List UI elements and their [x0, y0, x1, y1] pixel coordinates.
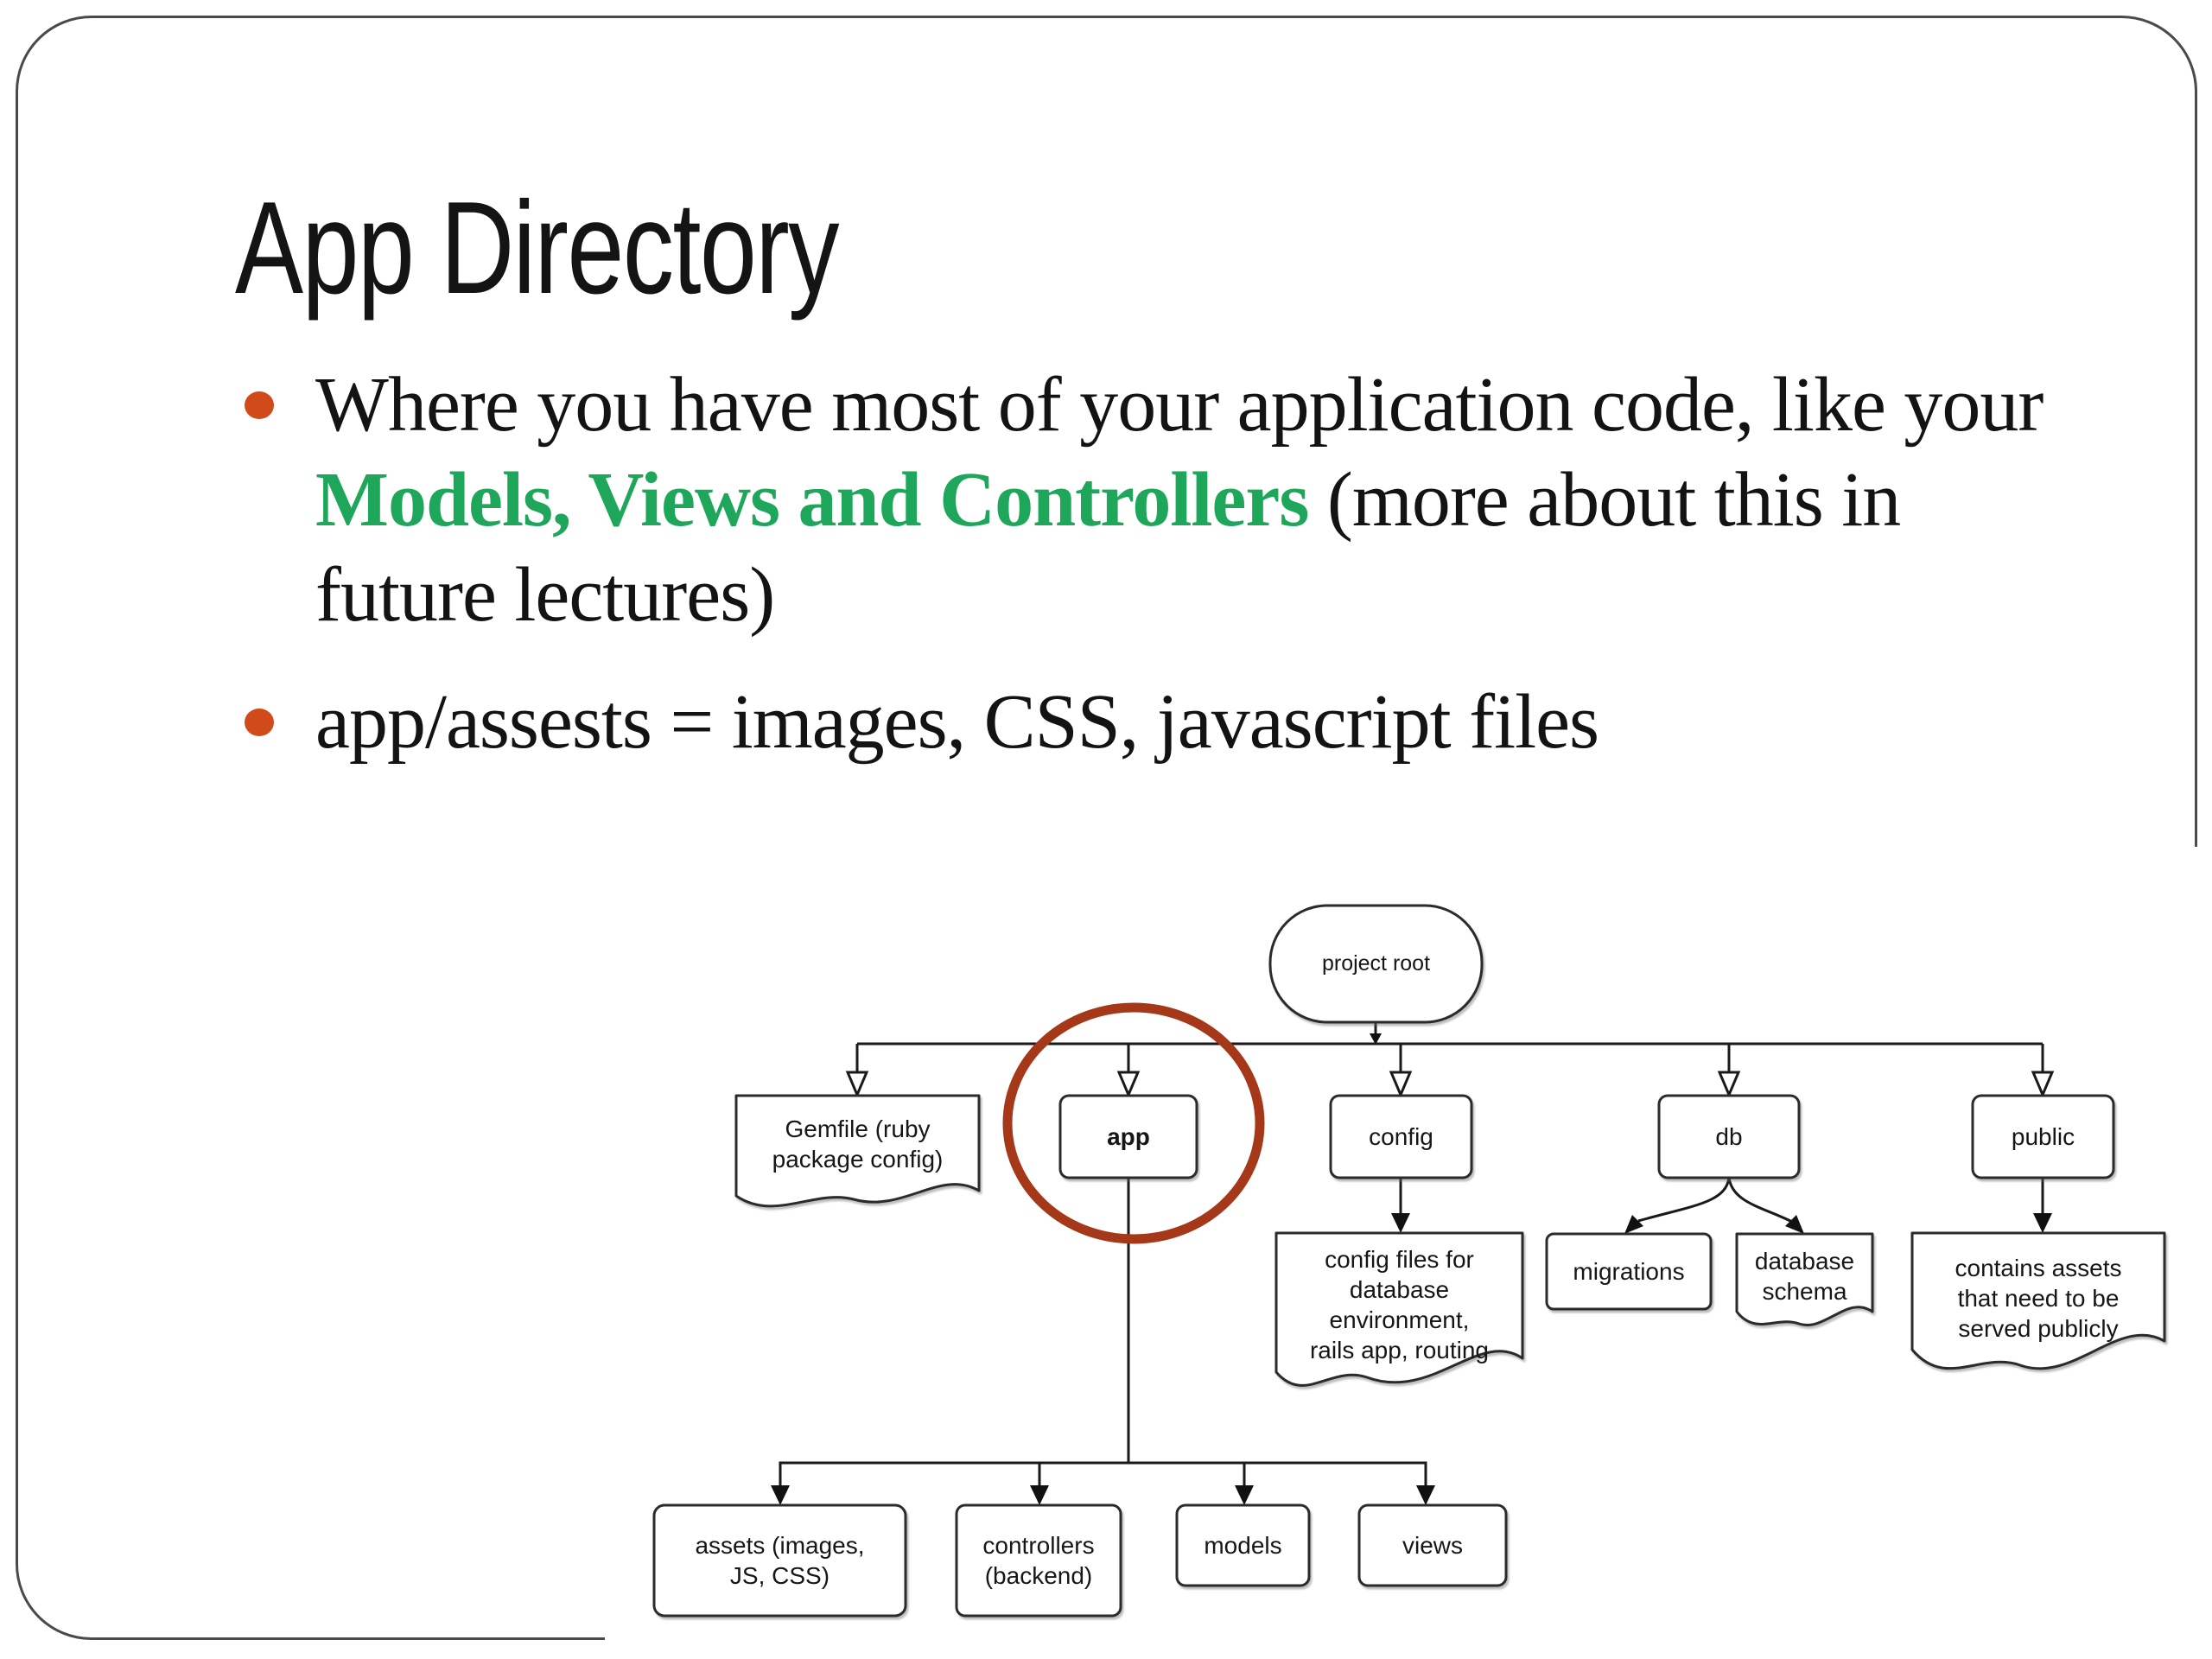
node-label-database-schema: database schema [1754, 1247, 1855, 1305]
node-label-views: views [1402, 1532, 1463, 1559]
project-root-shape [1268, 904, 1484, 1024]
bullet1-line2-rest: (more about this in [1308, 457, 1901, 543]
node-label-gemfile: Gemfile (ruby package config) [772, 1116, 944, 1173]
bullet-dot-icon [245, 709, 274, 736]
public-box-shape [1971, 1094, 2115, 1179]
node-label-config-files: config files for database environment, r… [1309, 1245, 1489, 1363]
bullet1-line2: Models, Views and Controllers (more abou… [315, 453, 2095, 548]
views-box-shape [1357, 1503, 1508, 1587]
node-label-controllers: controllers (backend) [982, 1532, 1095, 1589]
arrow-to-public-desc [2033, 1213, 2052, 1233]
arrowheads [771, 1033, 2055, 1505]
bullet1-line3: future lectures) [315, 552, 775, 638]
bullet2-text: app/assests = images, CSS, javascript fi… [315, 679, 1599, 765]
junction-arrowhead [1370, 1033, 1382, 1045]
node-label-project-root: project root [1321, 951, 1431, 976]
page-title: App Directory [235, 175, 839, 321]
highlighted-phrase: Models, Views and Controllers [315, 457, 1309, 543]
node-shapes [652, 904, 2166, 1618]
node-label-public-desc: contains assets that need to be served p… [1955, 1254, 2122, 1342]
bullet-dot-icon [245, 391, 274, 419]
config-box-shape [1329, 1094, 1473, 1179]
bullet-item-1: Where you have most of your application … [245, 358, 2095, 643]
arrow-to-db [1717, 1071, 1741, 1098]
assets-box-shape [652, 1503, 907, 1618]
arrow-to-gemfile [845, 1071, 869, 1098]
controllers-box-shape [955, 1503, 1122, 1618]
node-label-config: config [1369, 1123, 1433, 1150]
node-label-models: models [1204, 1532, 1282, 1559]
migrations-box-shape [1545, 1232, 1713, 1311]
node-label-public: public [2011, 1123, 2075, 1150]
db-box-shape [1657, 1094, 1801, 1179]
arrow-to-views [1416, 1485, 1435, 1505]
directory-diagram: project root Gemfile (ruby package confi… [605, 847, 2212, 1659]
app-box-shape [1058, 1094, 1198, 1179]
arrow-to-models [1235, 1485, 1254, 1505]
node-label-db: db [1715, 1123, 1743, 1150]
connector-lines [779, 1022, 2044, 1485]
bullet-list: Where you have most of your application … [245, 358, 2095, 770]
arrow-to-migrations [1624, 1215, 1643, 1234]
bullet-item-2: app/assests = images, CSS, javascript fi… [245, 675, 2095, 770]
models-box-shape [1175, 1503, 1311, 1587]
red-highlight-circle [1002, 1002, 1265, 1244]
arrow-to-assets [771, 1485, 790, 1505]
arrow-to-config-files [1391, 1213, 1410, 1233]
arrow-to-app [1116, 1071, 1141, 1098]
arrow-to-database-schema [1785, 1215, 1804, 1234]
arrow-to-public [2031, 1071, 2055, 1098]
arrow-to-controllers [1030, 1485, 1049, 1505]
gemfile-doc-shape [734, 1094, 981, 1208]
node-label-assets: assets (images, JS, CSS) [695, 1532, 865, 1589]
config-files-doc-shape [1274, 1231, 1524, 1387]
database-schema-doc-shape [1735, 1232, 1874, 1326]
bullet1-line1: Where you have most of your application … [315, 362, 2044, 448]
arrow-to-config [1389, 1071, 1413, 1098]
diagram-drawing [652, 904, 2166, 1618]
node-label-app: app [1107, 1123, 1150, 1150]
public-desc-doc-shape [1910, 1231, 2166, 1370]
node-label-migrations: migrations [1573, 1258, 1685, 1285]
